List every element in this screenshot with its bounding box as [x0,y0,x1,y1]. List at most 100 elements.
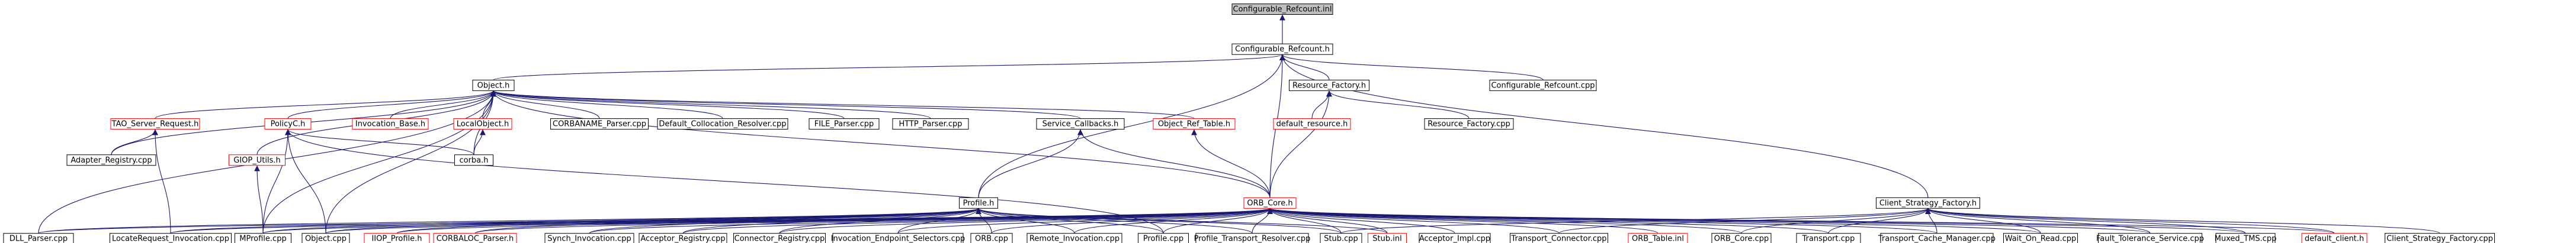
node-box[interactable] [809,118,880,130]
node-object_h[interactable]: Object.h [472,79,515,91]
node-ft_service[interactable]: Fault_Tolerance_Service.cpp [2096,233,2204,243]
node-profile_h[interactable]: Profile.h [959,197,998,209]
node-box[interactable] [832,233,964,243]
node-box[interactable] [1489,79,1597,91]
node-box[interactable] [433,233,517,243]
node-muxed_tms[interactable]: Muxed_TMS.cpp [2215,233,2277,243]
node-objreftable[interactable]: Object_Ref_Table.h [1153,118,1236,130]
node-synch[interactable]: Synch_Invocation.cpp [544,233,634,243]
node-box[interactable] [1289,79,1369,91]
node-connector_reg[interactable]: Connector_Registry.cpp [733,233,826,243]
node-box[interactable] [892,118,969,130]
node-box[interactable] [1419,233,1491,243]
node-locreq[interactable]: LocateRequest_Invocation.cpp [110,233,232,243]
node-orbcore_cpp[interactable]: ORB_Core.cpp [1711,233,1772,243]
node-box[interactable] [1320,233,1362,243]
node-box[interactable] [657,118,788,130]
node-box[interactable] [472,79,515,91]
node-box[interactable] [229,154,285,166]
node-cfg_h[interactable]: Configurable_Refcount.h [1231,43,1333,55]
node-box[interactable] [1243,197,1297,209]
node-stub_inl[interactable]: Stub.inl [1368,233,1407,243]
node-transport_cpp[interactable]: Transport.cpp [1796,233,1861,243]
node-acceptor_reg[interactable]: Acceptor_Registry.cpp [639,233,727,243]
node-fileparser[interactable]: FILE_Parser.cpp [809,118,880,130]
node-csf_cpp[interactable]: Client_Strategy_Factory.cpp [2385,233,2495,243]
node-orb_cpp[interactable]: ORB.cpp [970,233,1013,243]
node-box[interactable] [1231,4,1333,15]
node-dllparser[interactable]: DLL_Parser.cpp [3,233,74,243]
node-csf_h[interactable]: Client_Strategy_Factory.h [1876,197,1980,209]
node-resfac_h[interactable]: Resource_Factory.h [1289,79,1369,91]
node-object_cpp[interactable]: Object.cpp [301,233,350,243]
node-box[interactable] [1711,233,1772,243]
node-box[interactable] [733,233,826,243]
node-policy_h[interactable]: PolicyC.h [264,118,312,130]
node-box[interactable] [1153,118,1236,130]
node-box[interactable] [2098,233,2202,243]
node-box[interactable] [364,233,430,243]
node-wait_on_read[interactable]: Wait_On_Read.cpp [2003,233,2078,243]
node-orbcore_h[interactable]: ORB_Core.h [1243,197,1297,209]
node-box[interactable] [1796,233,1861,243]
node-box[interactable] [2215,233,2276,243]
node-box[interactable] [1273,118,1351,130]
node-iiop_profile[interactable]: IIOP_Profile.h [364,233,430,243]
node-box[interactable] [3,233,74,243]
node-box[interactable] [550,118,649,130]
node-default_client[interactable]: default_client.h [2301,233,2368,243]
node-corbaloc[interactable]: CORBALOC_Parser.h [433,233,517,243]
node-ptr_cpp[interactable]: Profile_Transport_Resolver.cpp [1194,233,1311,243]
node-box[interactable] [1138,233,1189,243]
node-orb_table[interactable]: ORB_Table.inl [1628,233,1688,243]
node-box[interactable] [959,197,998,209]
node-invbase_h[interactable]: Invocation_Base.h [352,118,429,130]
node-defcoll[interactable]: Default_Collocation_Resolver.cpp [657,118,788,130]
node-box[interactable] [1628,233,1688,243]
node-transport_conn[interactable]: Transport_Connector.cpp [1510,233,1608,243]
node-box[interactable] [2003,233,2078,243]
node-box[interactable] [1510,233,1608,243]
node-box[interactable] [235,233,291,243]
node-profile_cpp[interactable]: Profile.cpp [1138,233,1189,243]
node-svccb_h[interactable]: Service_Callbacks.h [1036,118,1125,130]
node-defres_h[interactable]: default_resource.h [1273,118,1351,130]
node-cfg_cpp[interactable]: Configurable_Refcount.cpp [1489,79,1597,91]
node-box[interactable] [110,233,232,243]
node-httpparser[interactable]: HTTP_Parser.cpp [892,118,969,130]
node-box[interactable] [1424,118,1514,130]
node-box[interactable] [2301,233,2368,243]
node-box[interactable] [1195,233,1309,243]
node-box[interactable] [453,118,512,130]
node-corba_h[interactable]: corba.h [454,154,493,166]
node-box[interactable] [301,233,350,243]
node-box[interactable] [454,154,493,166]
node-acceptor_impl[interactable]: Acceptor_Impl.cpp [1419,233,1491,243]
node-box[interactable] [639,233,727,243]
node-box[interactable] [264,118,312,130]
node-box[interactable] [1876,197,1980,209]
node-adapter[interactable]: Adapter_Registry.cpp [66,154,156,166]
node-box[interactable] [970,233,1013,243]
node-giop_utils[interactable]: GIOP_Utils.h [229,154,285,166]
node-tao_srv[interactable]: TAO_Server_Request.h [110,118,200,130]
node-mprofile[interactable]: MProfile.cpp [235,233,291,243]
node-tcm_cpp[interactable]: Transport_Cache_Manager.cpp [1878,233,1996,243]
node-box[interactable] [1368,233,1407,243]
node-stub_cpp[interactable]: Stub.cpp [1320,233,1362,243]
node-box[interactable] [1880,233,1994,243]
node-box[interactable] [110,118,200,130]
node-box[interactable] [352,118,429,130]
node-box[interactable] [544,233,634,243]
node-remote_inv[interactable]: Remote_Invocation.cpp [1026,233,1122,243]
node-localobj_h[interactable]: LocalObject.h [453,118,512,130]
node-root[interactable]: Configurable_Refcount.inl [1231,4,1333,15]
node-corbaname[interactable]: CORBANAME_Parser.cpp [550,118,649,130]
node-box[interactable] [66,154,156,166]
node-box[interactable] [1036,118,1125,130]
node-box[interactable] [2385,233,2495,243]
node-inv_endpoint[interactable]: Invocation_Endpoint_Selectors.cpp [831,233,965,243]
node-box[interactable] [1231,43,1333,55]
node-resfac_cpp[interactable]: Resource_Factory.cpp [1424,118,1514,130]
node-box[interactable] [1026,233,1122,243]
